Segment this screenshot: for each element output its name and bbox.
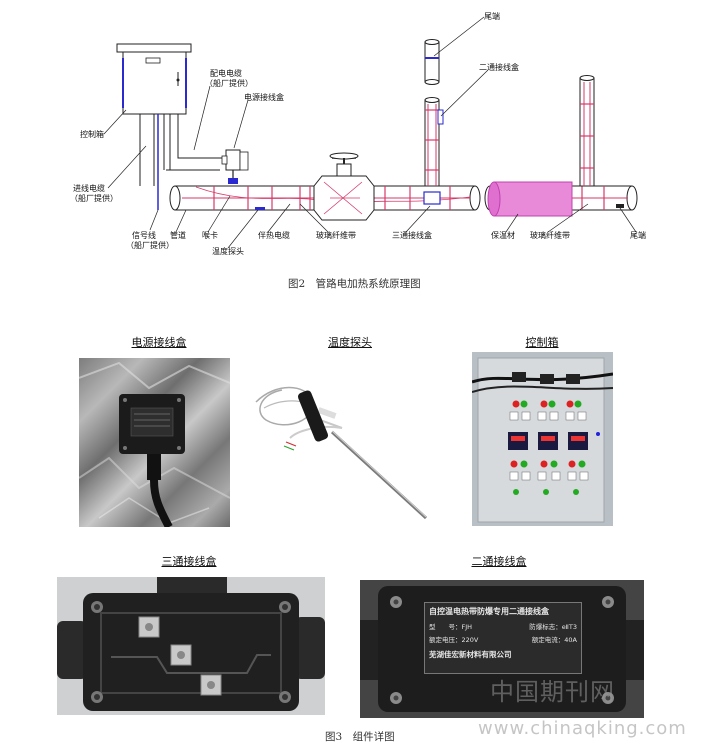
label-clamp: 喉卡 [202, 230, 218, 240]
label-incoming-cable-note: （船厂提供） [70, 193, 118, 203]
nameplate-ex: 防爆标志：eⅡT3 [529, 623, 577, 631]
watermark-url: www.chinaqking.com [478, 718, 687, 739]
label-pipe: 管道 [170, 230, 186, 240]
nameplate-voltage: 额定电压：220V [429, 636, 479, 644]
control-box-drawing [116, 43, 228, 210]
photo-title-control-box: 控制箱 [525, 336, 559, 349]
nameplate-title: 自控温电热带防爆专用二通接线盒 [429, 607, 549, 616]
label-incoming-cable: 进线电缆 [73, 183, 105, 193]
pipe-heating-schematic: 控制箱 配电电缆 （船厂提供） 电源接线盒 进线电缆 （船厂提供） 信号线 （船… [70, 11, 646, 256]
photo-title-two-way-box: 二通接线盒 [471, 555, 527, 568]
label-insulation: 保温材 [491, 230, 515, 240]
label-two-way-box: 二通接线盒 [479, 62, 519, 72]
photo-temperature-probe [246, 372, 442, 522]
label-power-cable-note: （船厂提供） [205, 78, 253, 88]
photo-title-power-box: 电源接线盒 [131, 336, 187, 349]
nameplate-maker: 芜湖佳宏新材料有限公司 [429, 650, 512, 659]
label-glass-tape-1: 玻璃纤维带 [316, 230, 356, 240]
nameplate: 自控温电热带防爆专用二通接线盒 型 号：FJH 防爆标志：eⅡT3 额定电压：2… [424, 602, 582, 674]
label-control-box: 控制箱 [80, 129, 104, 139]
photo-title-tee-box: 三通接线盒 [161, 555, 217, 568]
label-signal-line: 信号线 [132, 230, 156, 240]
photo-two-way-junction-box: 自控温电热带防爆专用二通接线盒 型 号：FJH 防爆标志：eⅡT3 额定电压：2… [360, 580, 644, 718]
figure2-caption: 图2 管路电加热系统原理图 [288, 278, 421, 290]
photo-title-temp-probe: 温度探头 [328, 336, 372, 349]
nameplate-current: 额定电流：40A [531, 636, 577, 644]
right-pipe [484, 75, 638, 217]
nameplate-model: 型 号：FJH [429, 623, 473, 631]
label-power-junction-box: 电源接线盒 [244, 92, 284, 102]
label-tee-box: 三通接线盒 [392, 230, 432, 240]
photo-power-junction-box [79, 358, 230, 527]
figure3-caption: 图3 组件详图 [325, 731, 395, 743]
label-end-top: 尾端 [484, 11, 500, 21]
watermark-cn: 中国期刊网 [490, 678, 615, 706]
label-power-cable: 配电电缆 [210, 68, 242, 78]
label-temp-probe: 温度探头 [212, 246, 244, 256]
label-heating-cable: 伴热电缆 [258, 230, 290, 240]
photo-control-cabinet [472, 352, 613, 526]
label-end-right: 尾端 [630, 230, 646, 240]
valve-drawing [313, 152, 375, 221]
photo-tee-junction-box [57, 577, 325, 715]
label-glass-tape-2: 玻璃纤维带 [530, 230, 570, 240]
label-signal-line-note: （船厂提供） [126, 240, 174, 250]
vertical-riser [423, 39, 444, 205]
